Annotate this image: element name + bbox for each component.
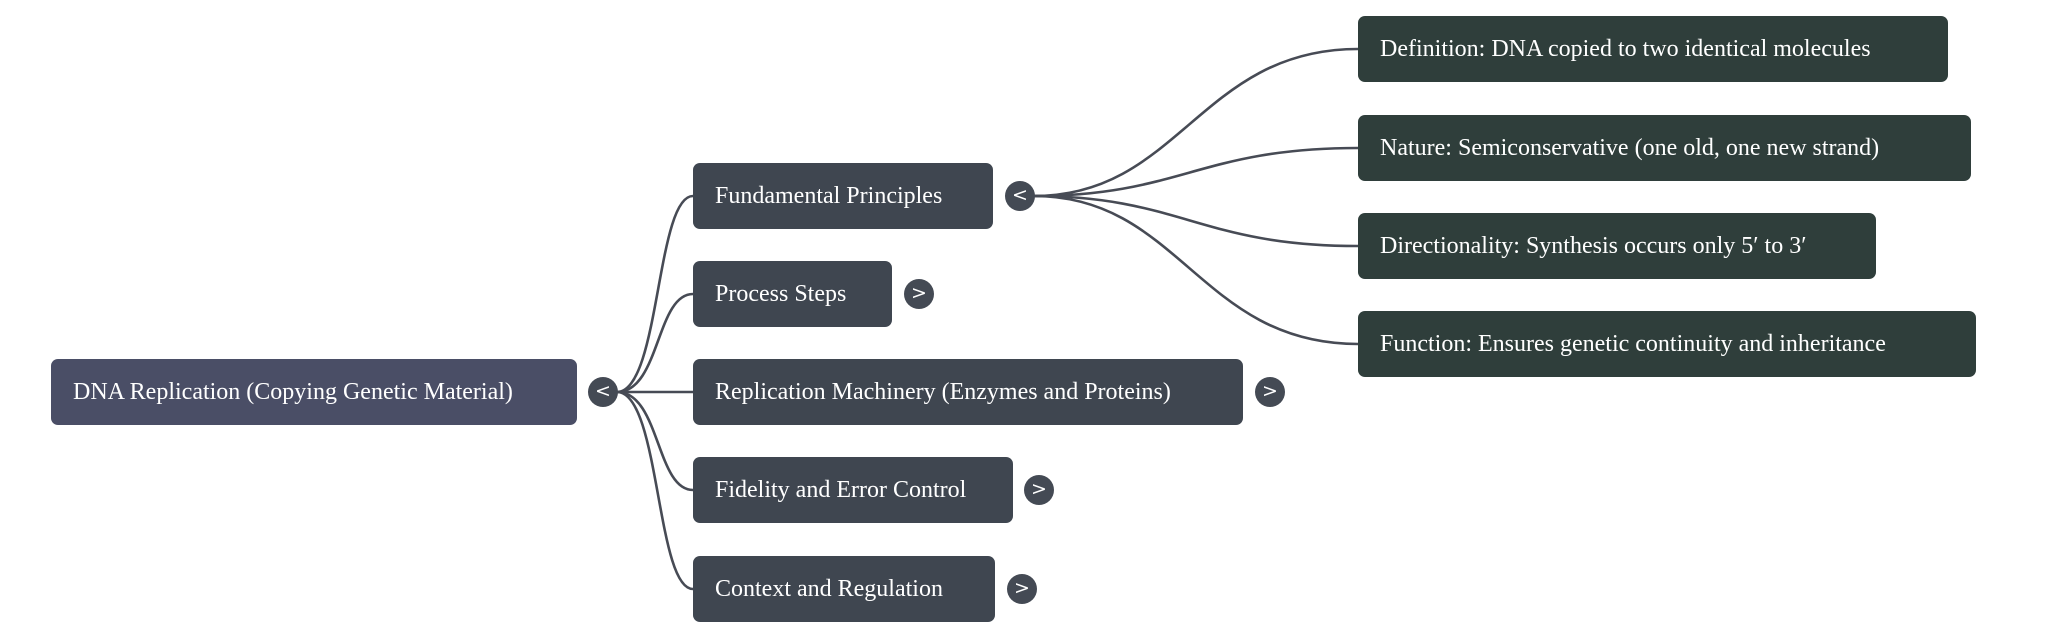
root-node[interactable]: DNA Replication (Copying Genetic Materia…	[51, 359, 577, 425]
leaf-function[interactable]: Function: Ensures genetic continuity and…	[1358, 311, 1976, 377]
branch-label: Process Steps	[715, 281, 847, 307]
root-label: DNA Replication (Copying Genetic Materia…	[73, 379, 513, 405]
leaf-label: Function: Ensures genetic continuity and…	[1380, 331, 1886, 357]
branch-context-regulation[interactable]: Context and Regulation	[693, 556, 995, 622]
replication-machinery-expand-toggle[interactable]: >	[1255, 377, 1285, 407]
leaf-nature[interactable]: Nature: Semiconservative (one old, one n…	[1358, 115, 1971, 181]
connector-root-fundamental	[616, 194, 694, 394]
leaf-label: Definition: DNA copied to two identical …	[1380, 36, 1871, 62]
connector-root-context	[616, 390, 694, 591]
connector-fundamental-directionality	[1033, 194, 1359, 248]
branch-fundamental-principles[interactable]: Fundamental Principles	[693, 163, 993, 229]
leaf-directionality[interactable]: Directionality: Synthesis occurs only 5′…	[1358, 213, 1876, 279]
connector-fundamental-definition	[1033, 47, 1359, 198]
branch-process-steps[interactable]: Process Steps	[693, 261, 892, 327]
branch-label: Fundamental Principles	[715, 183, 943, 209]
leaf-definition[interactable]: Definition: DNA copied to two identical …	[1358, 16, 1948, 82]
leaf-label: Directionality: Synthesis occurs only 5′…	[1380, 233, 1807, 259]
process-steps-expand-toggle[interactable]: >	[904, 279, 934, 309]
branch-replication-machinery[interactable]: Replication Machinery (Enzymes and Prote…	[693, 359, 1243, 425]
fundamental-principles-collapse-toggle[interactable]: <	[1005, 181, 1035, 211]
connector-root-process	[616, 292, 694, 394]
branch-label: Replication Machinery (Enzymes and Prote…	[715, 379, 1171, 405]
connector-fundamental-nature	[1033, 146, 1359, 198]
fidelity-error-control-expand-toggle[interactable]: >	[1024, 475, 1054, 505]
branch-label: Context and Regulation	[715, 576, 943, 602]
branch-fidelity-error-control[interactable]: Fidelity and Error Control	[693, 457, 1013, 523]
connector-fundamental-function	[1033, 194, 1359, 346]
context-regulation-expand-toggle[interactable]: >	[1007, 574, 1037, 604]
leaf-label: Nature: Semiconservative (one old, one n…	[1380, 135, 1880, 161]
branch-label: Fidelity and Error Control	[715, 477, 967, 503]
root-collapse-toggle[interactable]: <	[588, 377, 618, 407]
connector-root-fidelity	[616, 390, 694, 492]
